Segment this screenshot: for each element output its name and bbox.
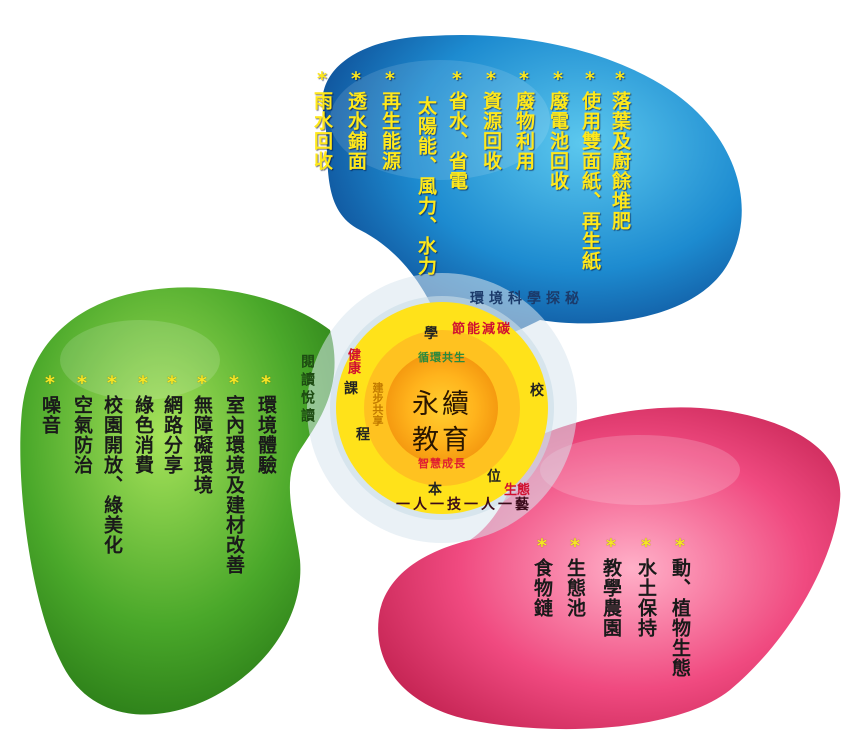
bullet-star-icon: *	[513, 68, 535, 91]
inner-ring-wisdom: 智慧成長	[418, 457, 466, 470]
bullet-star-icon: *	[101, 372, 123, 395]
bullet-star-icon: *	[579, 68, 601, 91]
pink-item-pond: *生態池	[564, 535, 586, 618]
pink-item-ecology: *動、植物生態	[669, 535, 691, 678]
green-petal	[20, 287, 335, 715]
bullet-star-icon: *	[39, 372, 61, 395]
bullet-star-icon: *	[223, 372, 245, 395]
blue-item-permeable: *透水鋪面	[345, 68, 367, 171]
blue-petal	[322, 34, 742, 344]
center-title-line1: 永續	[412, 389, 472, 420]
blue-item-paper: *使用雙面紙、再生紙	[579, 68, 601, 271]
green-item-air: *空氣防治	[71, 372, 93, 475]
bullet-star-icon: *	[600, 535, 622, 558]
ring-ecology: 生態	[504, 483, 531, 498]
ring-energy-saving: 節能減碳	[452, 322, 513, 337]
blue-item-rainwater: *雨水回收	[311, 68, 333, 171]
pink-item-farm: *教學農園	[600, 535, 622, 638]
green-item-indoor: *室內環境及建材改善	[223, 372, 245, 575]
pink-item-soil: *水土保持	[635, 535, 657, 638]
center-title-line2: 教育	[412, 425, 472, 456]
bullet-star-icon: *	[446, 68, 468, 91]
green-item-green-consume: *綠色消費	[132, 372, 154, 475]
blue-item-reuse: *廢物利用	[513, 68, 535, 171]
green-item-campus: *校園開放、綠美化	[101, 372, 123, 555]
green-item-accessible: *無障礙環境	[191, 372, 213, 495]
ring-school-1: 學	[424, 326, 438, 342]
blue-item-save: *省水、省電	[446, 68, 468, 191]
blue-item-battery: *廢電池回收	[547, 68, 569, 191]
inner-ring-share: 建步共享	[371, 382, 384, 426]
pink-petal	[378, 407, 841, 730]
blue-item-recycle: *資源回收	[480, 68, 502, 171]
bullet-star-icon: *	[191, 372, 213, 395]
bullet-star-icon: *	[635, 535, 657, 558]
green-item-network: *網路分享	[161, 372, 183, 475]
bullet-star-icon: *	[345, 68, 367, 91]
ring-course-2: 程	[356, 427, 370, 443]
bullet-star-icon: *	[161, 372, 183, 395]
blue-item-solar: 太陽能、風力、水力	[415, 96, 437, 276]
ring-health: 健康	[345, 348, 360, 374]
bullet-star-icon: *	[71, 372, 93, 395]
bullet-star-icon: *	[547, 68, 569, 91]
bullet-star-icon: *	[564, 535, 586, 558]
ring-standard-2: 位	[487, 469, 501, 485]
inner-ring-cycle: 循環共生	[418, 351, 466, 364]
ring-school-2: 校	[530, 383, 544, 399]
outer-ring-reading: 閱讀悅讀	[299, 354, 315, 426]
bullet-star-icon: *	[132, 372, 154, 395]
center-disc	[386, 352, 498, 464]
bullet-star-icon: *	[311, 68, 333, 91]
bullet-star-icon: *	[669, 535, 691, 558]
blue-item-compost: *落葉及廚餘堆肥	[609, 68, 631, 231]
pink-item-food-chain: *食物鏈	[531, 535, 553, 618]
bullet-star-icon: *	[531, 535, 553, 558]
green-item-experience: *環境體驗	[255, 372, 277, 475]
blue-item-renewable: *再生能源	[379, 68, 401, 171]
bullet-star-icon: *	[480, 68, 502, 91]
bullet-star-icon: *	[379, 68, 401, 91]
bullet-star-icon: *	[255, 372, 277, 395]
outer-ring-science: 環境科學探秘	[470, 291, 584, 307]
outer-ring-skills: 一人一技一人一藝	[396, 497, 532, 513]
ring-course-1: 課	[344, 381, 358, 397]
ring-standard-1: 本	[428, 482, 442, 498]
bullet-star-icon: *	[609, 68, 631, 91]
green-item-noise: *噪音	[39, 372, 61, 435]
